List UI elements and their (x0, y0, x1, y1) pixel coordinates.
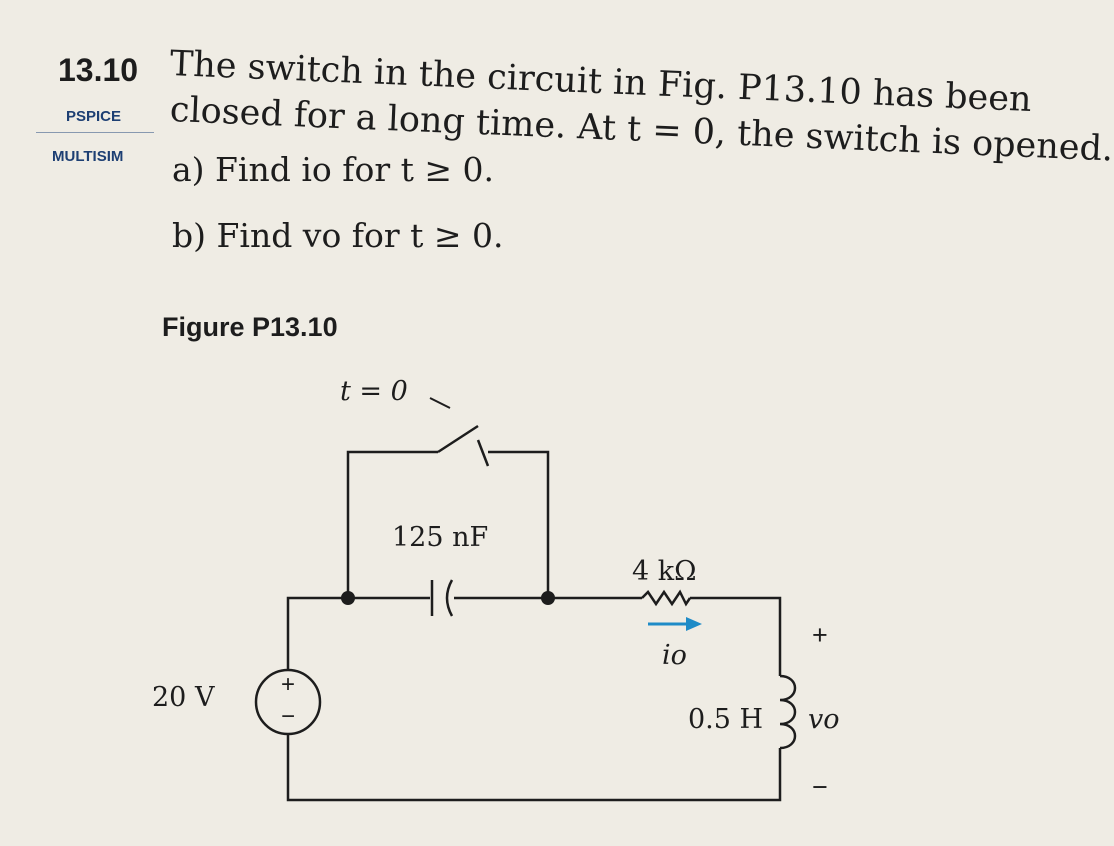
inductor-icon (779, 674, 797, 750)
source-label: 20 V (152, 682, 215, 713)
switch-icon (437, 424, 490, 467)
textbook-page: 13.10 PSPICE MULTISIM The switch in the … (36, 44, 1114, 802)
figure-title: Figure P13.10 (162, 312, 338, 342)
wire-resistor (548, 596, 782, 676)
node-right (541, 591, 555, 605)
voltage-source-icon: + − (254, 668, 322, 736)
tag-divider (36, 132, 154, 133)
capacitor-icon (430, 579, 454, 617)
source-plus: + (281, 671, 295, 698)
source-minus: − (281, 703, 295, 730)
problem-number: 13.10 (58, 52, 139, 88)
inductor-label: 0.5 H (688, 704, 764, 735)
voltage-label: vo (808, 704, 840, 735)
current-label: io (662, 640, 687, 671)
current-arrow-icon (648, 617, 702, 631)
capacitor-label: 125 nF (392, 522, 489, 553)
part-b: b) Find vo for t ≥ 0. (172, 216, 504, 255)
vo-minus-sign: − (812, 772, 828, 802)
circuit-diagram: + − (254, 397, 797, 802)
wire-switch-branch (346, 450, 550, 598)
wire-bottom (286, 734, 782, 802)
wire-left (286, 596, 348, 670)
switch-label: t = 0 (340, 376, 408, 407)
resistor-label: 4 kΩ (632, 556, 697, 587)
tag-multisim: MULTISIM (52, 148, 124, 165)
node-left (341, 591, 355, 605)
vo-plus-sign: + (812, 620, 828, 650)
tag-pspice: PSPICE (66, 108, 122, 125)
part-a: a) Find io for t ≥ 0. (172, 150, 494, 189)
switch-arrow (429, 397, 451, 409)
resistor-icon (641, 589, 692, 607)
